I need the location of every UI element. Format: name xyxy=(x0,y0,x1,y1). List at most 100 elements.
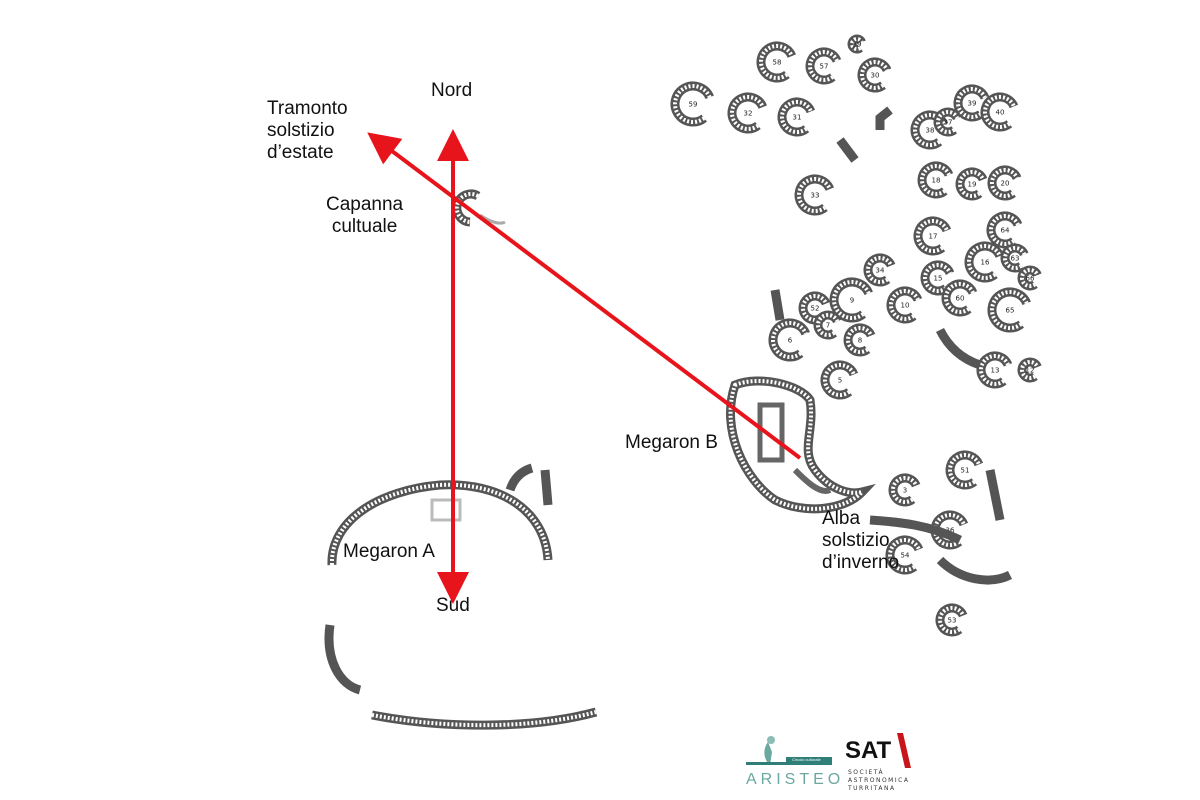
hut-number: 13 xyxy=(991,367,1000,375)
hut-number: 29 xyxy=(853,41,862,49)
label-megaron-a: Megaron A xyxy=(343,541,435,562)
wall-segment xyxy=(985,469,1005,521)
hut: 12 xyxy=(1017,357,1042,383)
hut-number: 66 xyxy=(1026,275,1035,283)
hut-number: 17 xyxy=(929,233,938,241)
wall-segment xyxy=(836,137,859,163)
svg-text:ASTRONOMICA: ASTRONOMICA xyxy=(848,777,909,784)
sat-logo: SAT SOCIETÀ ASTRONOMICA TURRITANA xyxy=(845,733,911,792)
label-line: cultuale xyxy=(331,216,398,237)
hut-number: 39 xyxy=(968,100,977,108)
label-capanna-cultuale: Capanna cultuale xyxy=(326,194,403,238)
label-line: solstizio xyxy=(267,120,335,141)
svg-text:Circolo culturale: Circolo culturale xyxy=(792,757,821,762)
svg-text:SAT: SAT xyxy=(845,737,892,764)
hut: 10 xyxy=(886,286,923,324)
hut-number: 63 xyxy=(1011,255,1020,263)
hut-number: 7 xyxy=(826,322,830,330)
hut: 20 xyxy=(987,165,1022,201)
hut-number: 18 xyxy=(932,177,941,185)
megaron-a-enclosure xyxy=(324,463,598,730)
hut-number: 15 xyxy=(934,275,943,283)
hut-number: 64 xyxy=(1001,227,1010,235)
hut-number: 59 xyxy=(689,101,698,109)
hut: 16 xyxy=(964,241,1005,283)
hut-number: 20 xyxy=(1001,180,1010,188)
label-line: d’inverno xyxy=(822,552,900,573)
hut: 57 xyxy=(805,47,842,85)
hut-number: 36 xyxy=(946,527,955,535)
hut: 58 xyxy=(756,41,797,83)
hut-number: 65 xyxy=(1006,307,1015,315)
hut: 34 xyxy=(863,253,896,287)
hut: 65 xyxy=(987,287,1031,333)
wall-segment xyxy=(935,327,982,370)
wall-segment xyxy=(936,556,1013,585)
svg-text:SOCIETÀ: SOCIETÀ xyxy=(848,769,884,776)
hut-number: 58 xyxy=(773,59,782,67)
hut-number: 51 xyxy=(961,467,970,475)
hut: 37 xyxy=(933,107,962,137)
label-line: Alba xyxy=(822,508,861,529)
hut: 54 xyxy=(885,535,924,575)
label-alba-solstizio-inverno: Alba solstizio d’inverno xyxy=(822,508,899,574)
hut-number: 10 xyxy=(901,302,910,310)
hut: 19 xyxy=(955,167,988,201)
hut: 18 xyxy=(917,161,954,199)
wall-segment xyxy=(875,106,893,130)
hut-number: 19 xyxy=(968,181,977,189)
hut-number: 54 xyxy=(901,552,910,560)
solstice-alignment-line xyxy=(367,132,802,460)
label-line: Capanna xyxy=(326,194,404,215)
hut-number: 52 xyxy=(811,305,820,313)
aristeo-logo: Circolo culturale ARISTEO xyxy=(746,736,844,788)
hut: 60 xyxy=(941,279,978,317)
hut: 40 xyxy=(980,92,1019,132)
hut-number: 12 xyxy=(1026,367,1035,375)
hut: 33 xyxy=(794,174,835,216)
hut: 29 xyxy=(847,34,866,54)
label-megaron-b: Megaron B xyxy=(625,432,718,453)
label-sud: Sud xyxy=(436,595,470,616)
hut: 66 xyxy=(1017,265,1042,291)
hut: 31 xyxy=(777,97,816,137)
hut: 30 xyxy=(857,57,892,93)
hut: 39 xyxy=(953,84,990,122)
hut: 53 xyxy=(935,603,968,637)
hut-number: 9 xyxy=(850,297,854,305)
hut: 5 xyxy=(820,360,859,400)
hut-number: 6 xyxy=(788,337,793,345)
hut-number: 32 xyxy=(744,110,753,118)
hut-number: 33 xyxy=(811,192,820,200)
hut-number: 3 xyxy=(903,487,907,495)
svg-text:ARISTEO: ARISTEO xyxy=(746,771,844,788)
hut-number: 5 xyxy=(838,377,842,385)
hut-number: 53 xyxy=(948,617,957,625)
wall-segment xyxy=(869,515,963,545)
hut: 15 xyxy=(920,260,955,296)
hut-number: 38 xyxy=(926,127,935,135)
megaron-b-enclosure xyxy=(726,376,876,514)
hut-number: 34 xyxy=(876,267,885,275)
hut: 63 xyxy=(1000,243,1029,273)
hut: 13 xyxy=(976,351,1013,389)
hut: 64 xyxy=(986,211,1023,249)
hut: 59 xyxy=(670,81,714,127)
hut: 7 xyxy=(813,310,842,340)
label-line: d’estate xyxy=(267,142,334,163)
hut-number: 16 xyxy=(981,259,990,267)
label-nord: Nord xyxy=(431,80,473,101)
hut-number: 31 xyxy=(793,114,802,122)
label-line: Tramonto xyxy=(267,98,348,119)
hut-number: 37 xyxy=(944,119,953,127)
hut: 9 xyxy=(829,277,873,323)
hut: 51 xyxy=(945,450,984,490)
sat-red-slash xyxy=(897,733,911,768)
hut-number: 30 xyxy=(871,72,880,80)
hut-number: 40 xyxy=(996,109,1005,117)
hut: 8 xyxy=(843,323,876,357)
hut: 17 xyxy=(913,216,952,256)
